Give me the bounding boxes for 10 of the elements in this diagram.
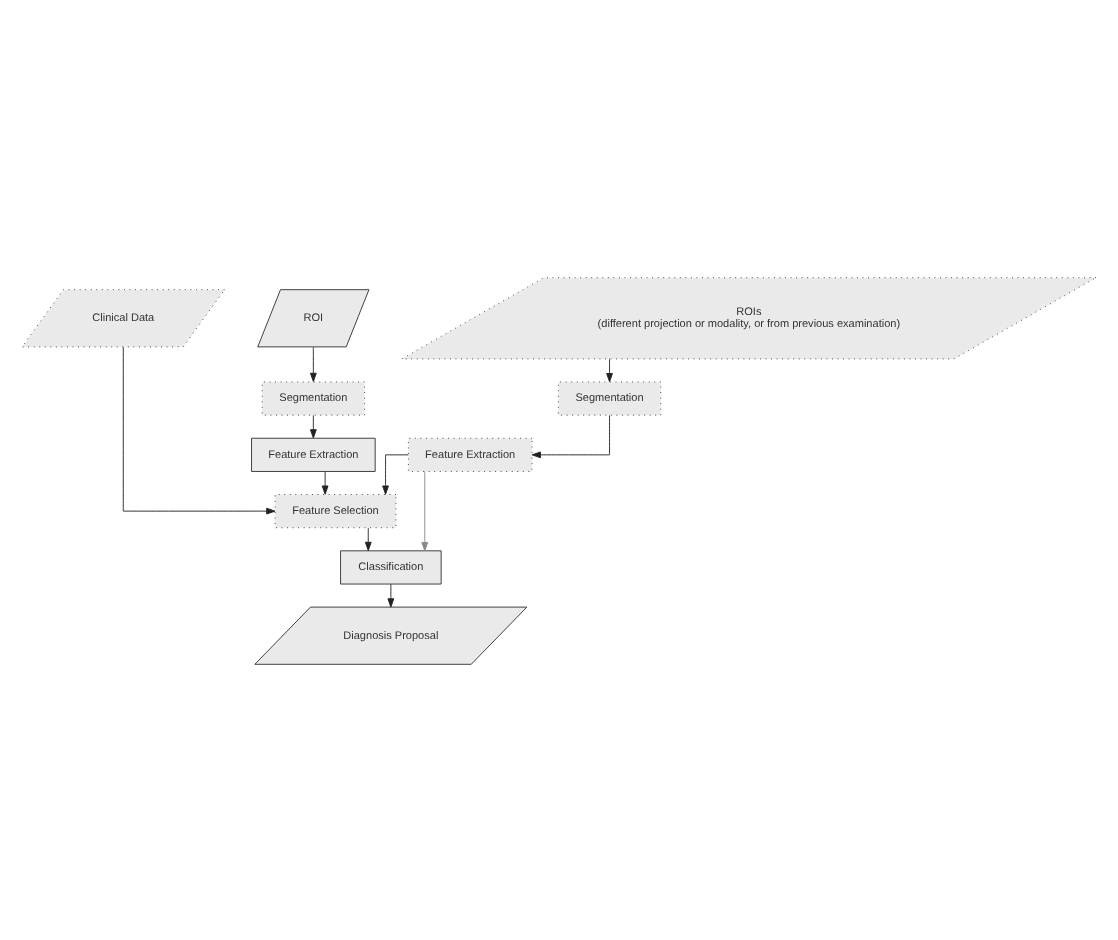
arrow bbox=[387, 582, 395, 607]
arrow bbox=[310, 345, 317, 381]
arrow bbox=[321, 470, 329, 494]
arrow bbox=[382, 453, 409, 494]
arrow bbox=[531, 414, 610, 458]
arrow bbox=[606, 357, 613, 382]
arrow bbox=[310, 414, 317, 438]
arrow bbox=[421, 470, 429, 551]
arrow bbox=[364, 526, 372, 550]
arrow bbox=[122, 345, 276, 514]
